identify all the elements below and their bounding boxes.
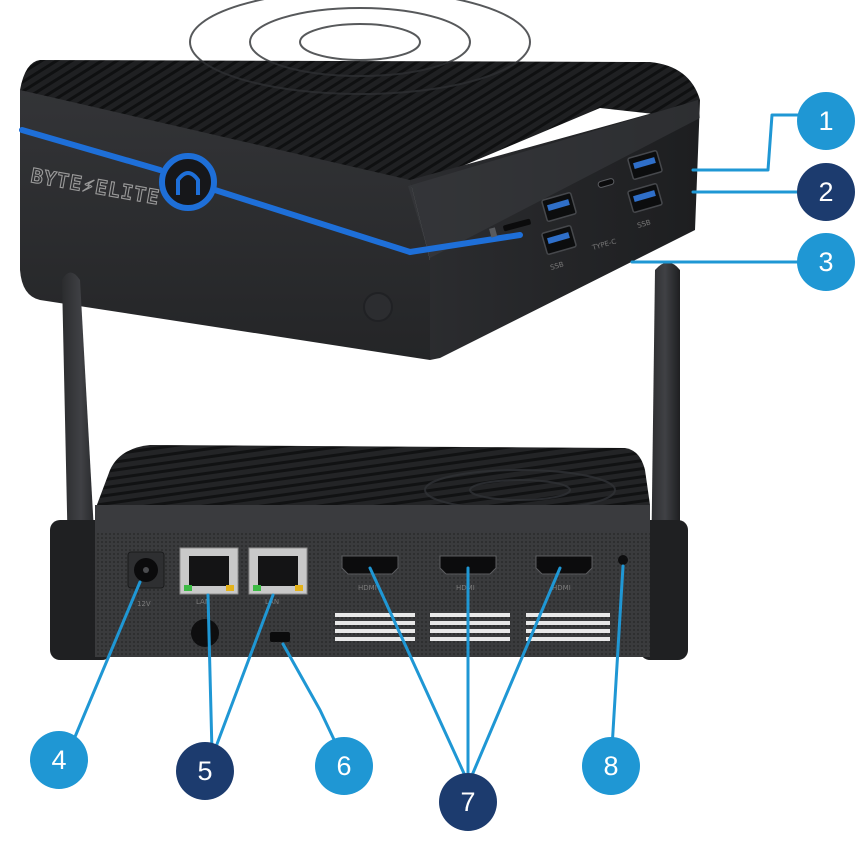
callout-4-badge	[30, 731, 88, 789]
hdmi-2-label: HDMI	[456, 584, 475, 592]
leader-line-6	[281, 642, 340, 750]
lan-port-2[interactable]: LAN	[248, 547, 308, 606]
leader-line-4	[70, 580, 142, 746]
lan-port-1[interactable]: LAN	[179, 547, 239, 606]
leader-line-5a	[206, 593, 214, 754]
device-rear-view: 12V LAN LAN HDMI HDMI	[50, 262, 688, 660]
rear-bezel	[95, 505, 650, 535]
callout-7-badge	[439, 773, 497, 831]
callout-3-number: 3	[818, 247, 833, 277]
callout-1-number: 1	[818, 106, 833, 136]
vent-grille-3	[526, 613, 610, 641]
callout-1: 1	[797, 92, 855, 150]
callout-8-badge	[582, 737, 640, 795]
callout-5-number: 5	[197, 756, 212, 786]
hdmi-1-label: HDMI	[358, 584, 377, 592]
top-surface	[20, 60, 700, 188]
leader-line-1	[691, 113, 802, 172]
callout-7-number: 7	[460, 787, 475, 817]
ir-window	[363, 292, 393, 322]
dc-label: 12V	[137, 600, 151, 608]
vent-grille-2	[430, 613, 510, 641]
hdmi-port-1[interactable]: HDMI	[341, 555, 399, 592]
callout-8-number: 8	[603, 751, 618, 781]
security-slot[interactable]	[270, 632, 290, 642]
leader-line-5b	[212, 593, 275, 754]
top-rings	[189, 0, 531, 95]
leader-line-7a	[368, 566, 469, 782]
callout-3-badge	[797, 233, 855, 291]
power-button[interactable]	[159, 153, 217, 211]
callout-3: 3	[797, 233, 855, 291]
device-front-view: BYTE⚡ELITE SSB TYPE-C SSB	[19, 0, 700, 360]
lan-1-label: LAN	[196, 598, 210, 606]
callout-6-number: 6	[336, 751, 351, 781]
dc-power-jack[interactable]: 12V	[127, 551, 165, 608]
callout-8: 8	[582, 737, 640, 795]
usb-left-label: SSB	[549, 260, 565, 272]
hdmi-port-2[interactable]: HDMI	[439, 555, 497, 592]
callout-6-badge	[315, 737, 373, 795]
callout-4: 4	[30, 731, 88, 789]
rear-top-surface	[95, 445, 650, 510]
callout-6: 6	[315, 737, 373, 795]
hdmi-port-3[interactable]: HDMI	[535, 555, 593, 592]
antenna-right	[640, 262, 688, 660]
leader-lines	[70, 113, 802, 782]
callout-5: 5	[176, 742, 234, 800]
leader-line-7c	[468, 566, 562, 782]
callout-4-number: 4	[51, 745, 66, 775]
vent-grille-1	[335, 613, 415, 641]
reset-button[interactable]	[618, 555, 628, 565]
sd-card-slot[interactable]	[489, 218, 531, 238]
audio-jack[interactable]	[191, 619, 219, 647]
usb-right-label: SSB	[636, 218, 652, 230]
callout-2: 2	[797, 163, 855, 221]
chamfer-edge	[408, 100, 700, 258]
usb-ports-left[interactable]: SSB	[541, 192, 577, 272]
callout-2-number: 2	[818, 177, 833, 207]
callout-7: 7	[439, 773, 497, 831]
leader-line-8	[610, 564, 625, 750]
lan-2-label: LAN	[265, 598, 279, 606]
callout-2-badge	[797, 163, 855, 221]
accent-light-strip	[19, 127, 523, 256]
callout-1-badge	[797, 92, 855, 150]
hdmi-3-label: HDMI	[552, 584, 571, 592]
callout-5-badge	[176, 742, 234, 800]
usb-ports-right[interactable]: SSB	[627, 150, 663, 230]
